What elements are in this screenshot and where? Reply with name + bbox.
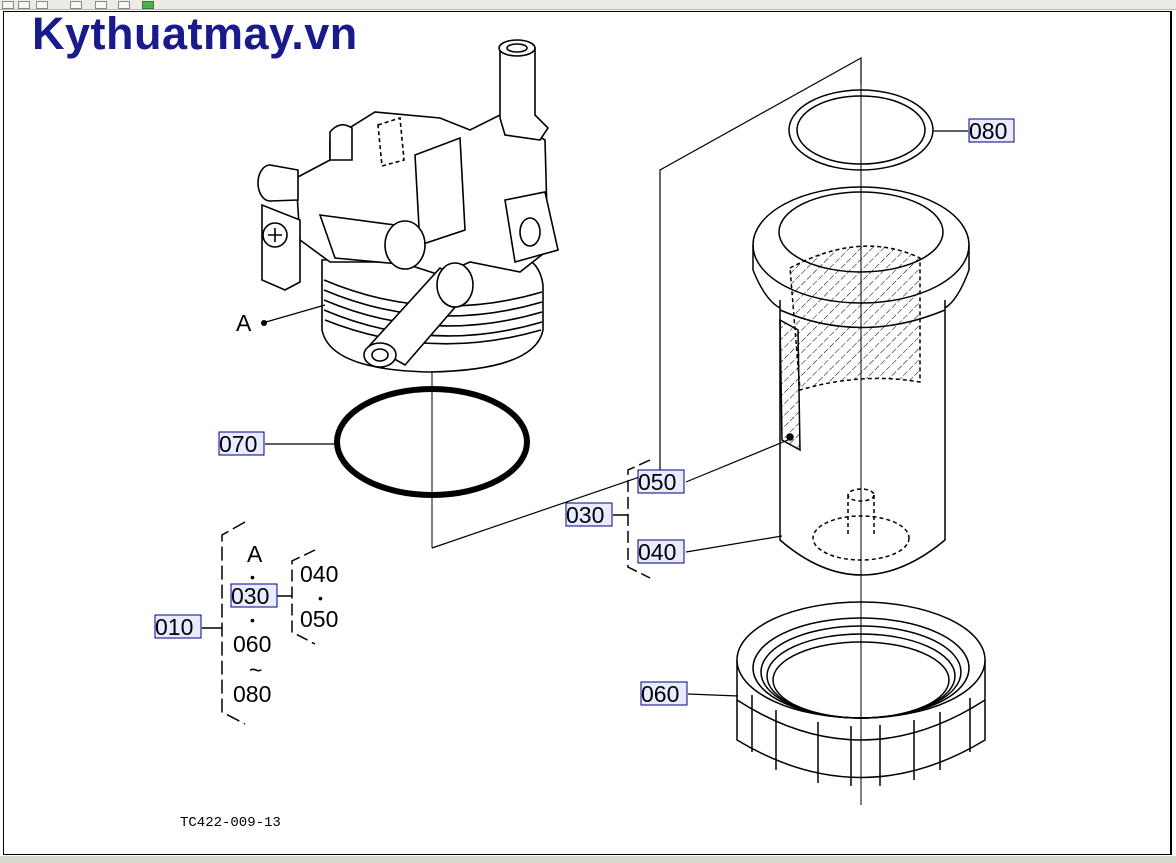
- toolbar-icon[interactable]: [70, 1, 82, 9]
- callout-box-060: [640, 681, 688, 706]
- toolbar-icon[interactable]: [36, 1, 48, 9]
- callout-a: A: [236, 310, 252, 336]
- callout-040: 040: [638, 539, 676, 565]
- callout-box-030: [565, 502, 613, 527]
- toolbar-icon[interactable]: [95, 1, 107, 9]
- toolbar-icon[interactable]: [2, 1, 14, 9]
- key-050: 050: [300, 606, 338, 632]
- key-dot: •: [250, 612, 255, 628]
- callout-070: 070: [219, 431, 257, 457]
- status-strip: [0, 856, 1176, 863]
- bracket-030: [613, 459, 651, 579]
- callout-a-leader: [261, 304, 326, 326]
- key-060: 060: [233, 631, 271, 657]
- leader-050: [685, 439, 789, 483]
- leader-060: [687, 693, 739, 697]
- callout-030: 030: [566, 502, 604, 528]
- callout-010: 010: [155, 614, 193, 640]
- key-a: A: [247, 541, 263, 567]
- key-box-030: [230, 583, 278, 608]
- filter-head: [257, 39, 559, 373]
- callout-box-010: [154, 614, 202, 639]
- callout-box-070: [218, 431, 265, 456]
- callout-080: 080: [969, 118, 1007, 144]
- drawing-code: TC422-009-13: [180, 815, 281, 831]
- assembly-key-brackets: [202, 521, 316, 725]
- callout-box-050: [637, 469, 685, 494]
- key-080: 080: [233, 681, 271, 707]
- callout-box-040: [637, 539, 685, 564]
- callout-050: 050: [638, 469, 676, 495]
- alignment-line: [431, 56, 862, 549]
- toolbar-icon[interactable]: [18, 1, 30, 9]
- toolbar-strip: [0, 0, 1176, 10]
- callout-060: 060: [641, 681, 679, 707]
- site-watermark: Kythuatmay.vn: [32, 8, 358, 59]
- key-040: 040: [300, 561, 338, 587]
- key-dot: •: [250, 569, 255, 585]
- key-030: 030: [231, 583, 269, 609]
- callout-box-080: [968, 118, 1015, 143]
- toolbar-icon[interactable]: [118, 1, 130, 9]
- key-tilde: ~: [249, 657, 262, 683]
- key-dot: •: [318, 590, 323, 606]
- leader-040: [685, 535, 783, 553]
- toolbar-icon[interactable]: [142, 1, 154, 9]
